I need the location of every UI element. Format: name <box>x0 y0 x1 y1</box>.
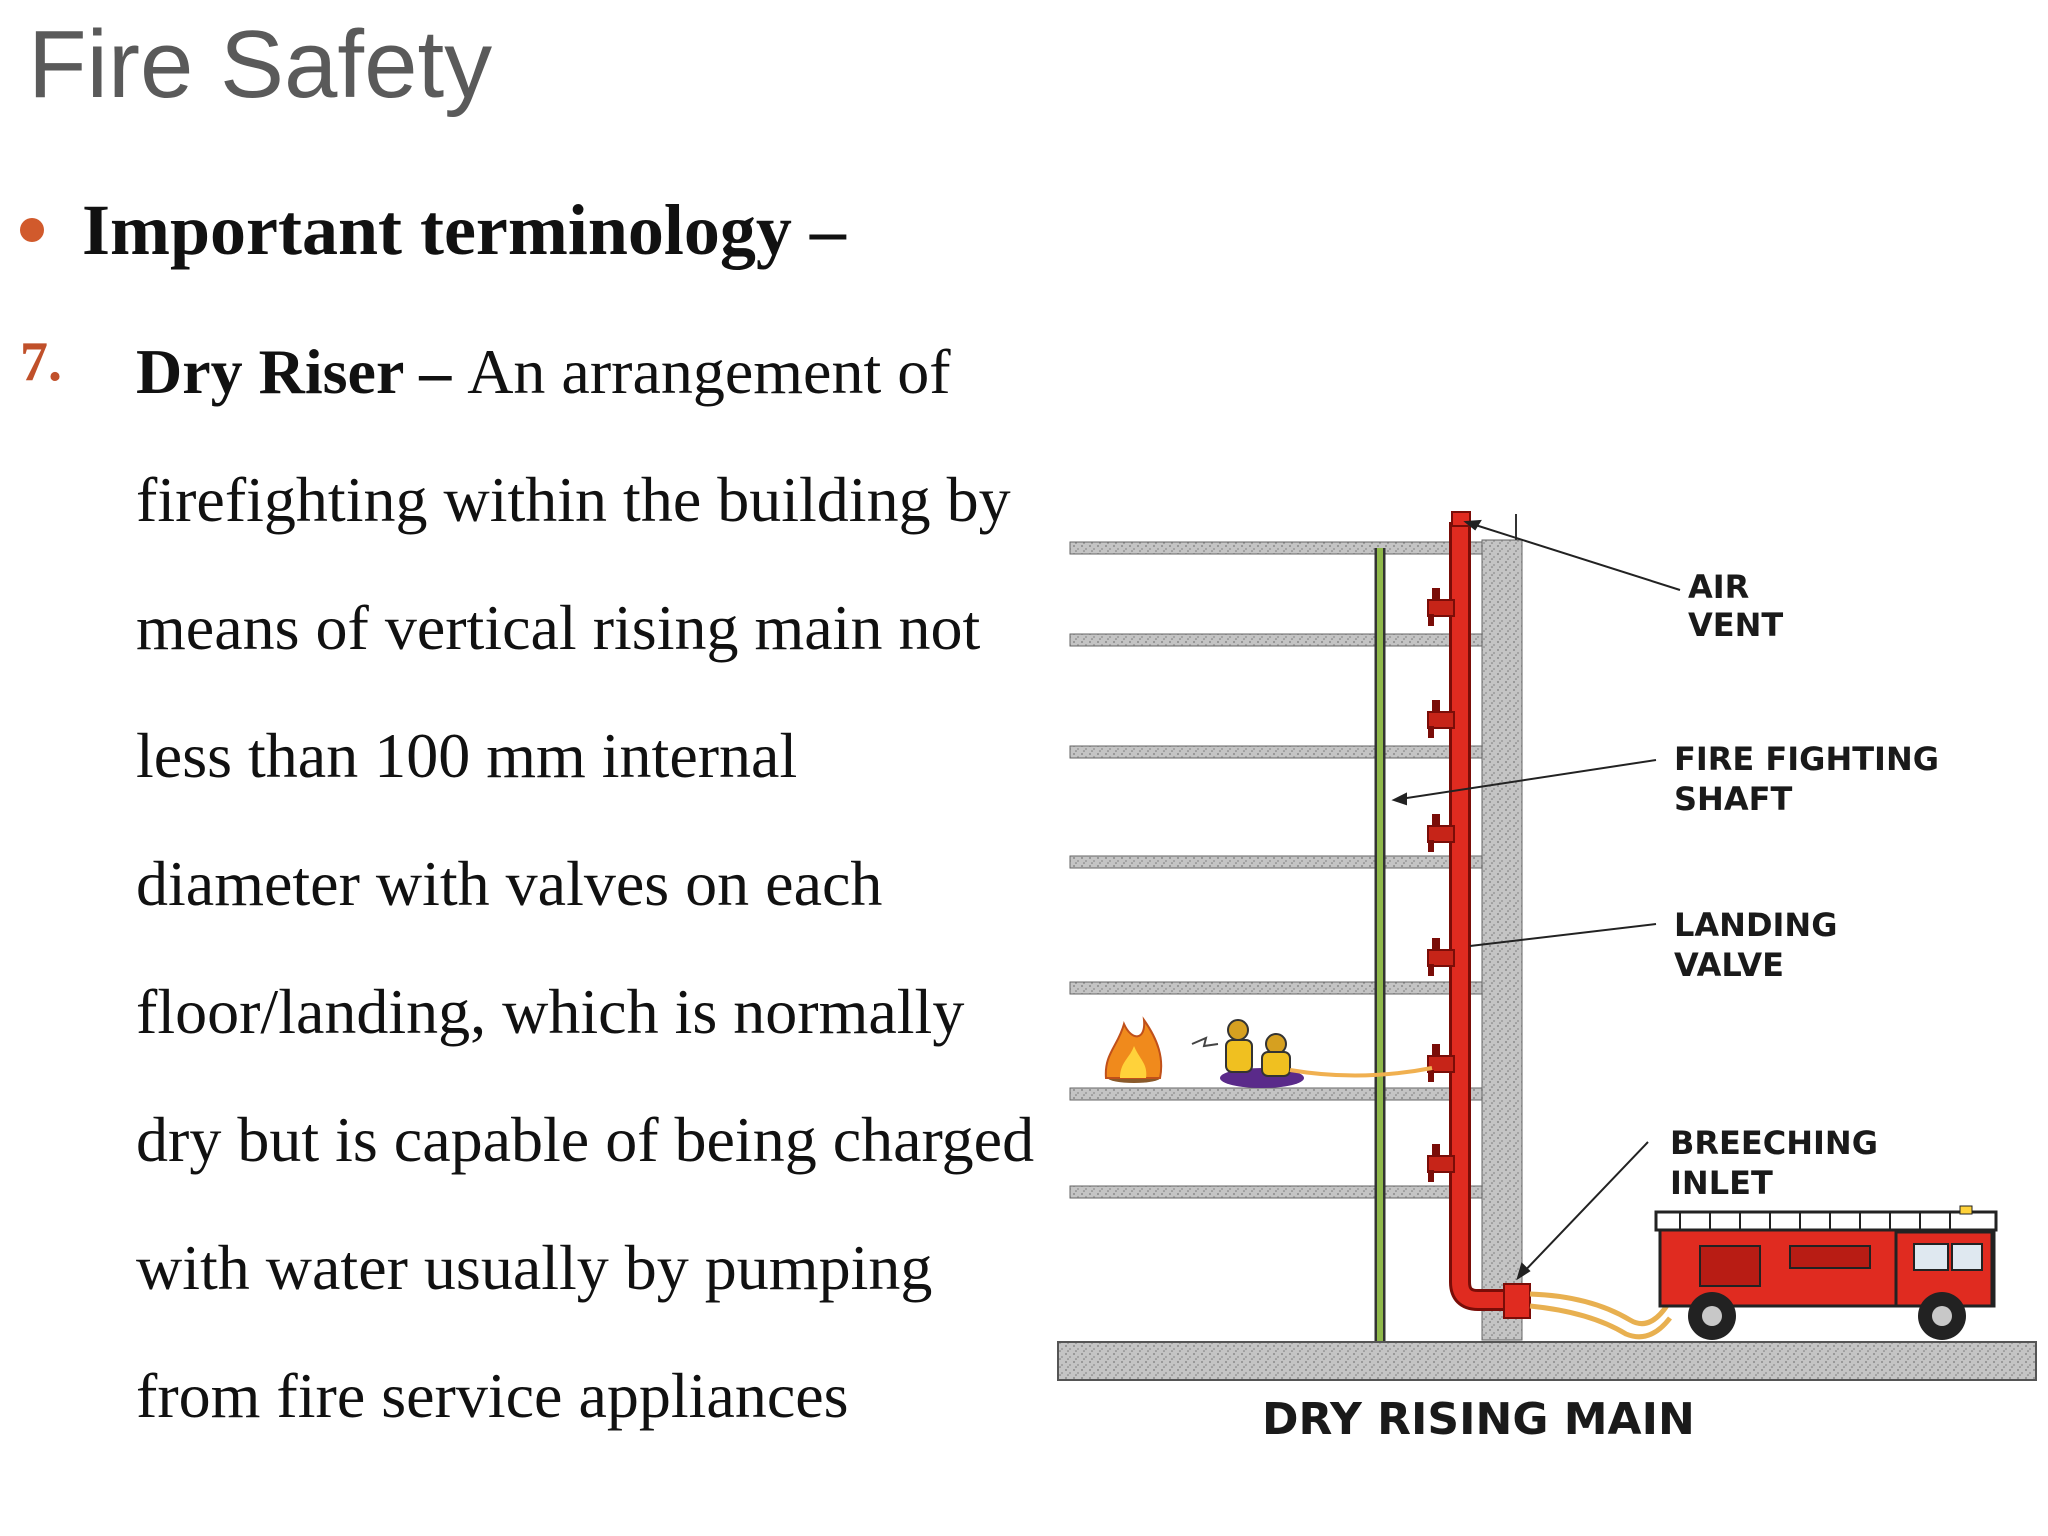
label-fire-fighting-shaft: FIRE FIGHTING <box>1674 740 1939 778</box>
definition-line: firefighting within the building by <box>136 464 1011 535</box>
definition-dash: – <box>403 336 468 407</box>
bullet-dot-icon <box>20 218 44 242</box>
landing-valves <box>1427 588 1455 1182</box>
bullet-heading-text: Important terminology – <box>82 189 846 270</box>
floor-slab <box>1069 633 1483 647</box>
label-breeching-inlet: BREECHING <box>1670 1124 1878 1162</box>
landing-valve-icon <box>1427 1144 1455 1182</box>
label-fire-fighting-shaft: SHAFT <box>1674 780 1792 818</box>
landing-valve-icon <box>1427 588 1455 626</box>
definition-text: An arrangement of <box>467 336 951 407</box>
definition-line: with water usually by pumping <box>136 1232 933 1303</box>
label-landing-valve: VALVE <box>1674 946 1784 984</box>
floor-slabs <box>1069 541 1483 1199</box>
floor-slab <box>1069 1087 1483 1101</box>
supply-hoses <box>1529 1291 1672 1340</box>
diagram-caption: DRY RISING MAIN <box>1262 1394 1695 1445</box>
label-air-vent: VENT <box>1688 606 1783 644</box>
item-number: 7. <box>20 331 62 393</box>
landing-valve-icon <box>1427 814 1455 852</box>
definition-line: from fire service appliances <box>136 1360 849 1431</box>
ground-slab <box>1057 1341 2037 1381</box>
label-breeching-inlet: INLET <box>1670 1164 1773 1202</box>
item-definition: Dry Riser – An arrangement of firefighti… <box>136 316 1034 1468</box>
landing-valve-icon <box>1427 1044 1455 1082</box>
definition-line: dry but is capable of being charged <box>136 1104 1035 1175</box>
leader-lines <box>1391 519 1681 1281</box>
definition-line: diameter with valves on each <box>136 848 883 919</box>
floor-slab <box>1069 855 1483 869</box>
landing-valve-icon <box>1427 938 1455 976</box>
firefighters-icon <box>1191 1019 1433 1088</box>
label-air-vent: AIR <box>1688 568 1749 606</box>
floor-slab <box>1069 1185 1483 1199</box>
slide-title: Fire Safety <box>28 11 493 118</box>
fire-fighting-shaft-line <box>1374 548 1386 1342</box>
definition-line: floor/landing, which is normally <box>136 976 965 1047</box>
landing-valve-icon <box>1427 700 1455 738</box>
definition-line-1: Dry Riser – An arrangement of <box>136 316 1034 444</box>
dry-rising-main-diagram: AIR VENT FIRE FIGHTING SHAFT LANDING VAL… <box>1057 511 2037 1445</box>
floor-slab <box>1069 981 1483 995</box>
floor-slab <box>1069 541 1483 555</box>
label-landing-valve: LANDING <box>1674 906 1837 944</box>
fire-icon <box>1104 1016 1163 1083</box>
breeching-inlet-icon <box>1503 1283 1531 1319</box>
bullet-heading: Important terminology – <box>20 180 846 280</box>
definition-line: means of vertical rising main not <box>136 592 981 663</box>
floor-slab <box>1069 745 1483 759</box>
fire-engine-icon <box>1654 1205 1998 1340</box>
definition-term: Dry Riser <box>136 336 404 407</box>
definition-line: less than 100 mm internal <box>136 720 798 791</box>
